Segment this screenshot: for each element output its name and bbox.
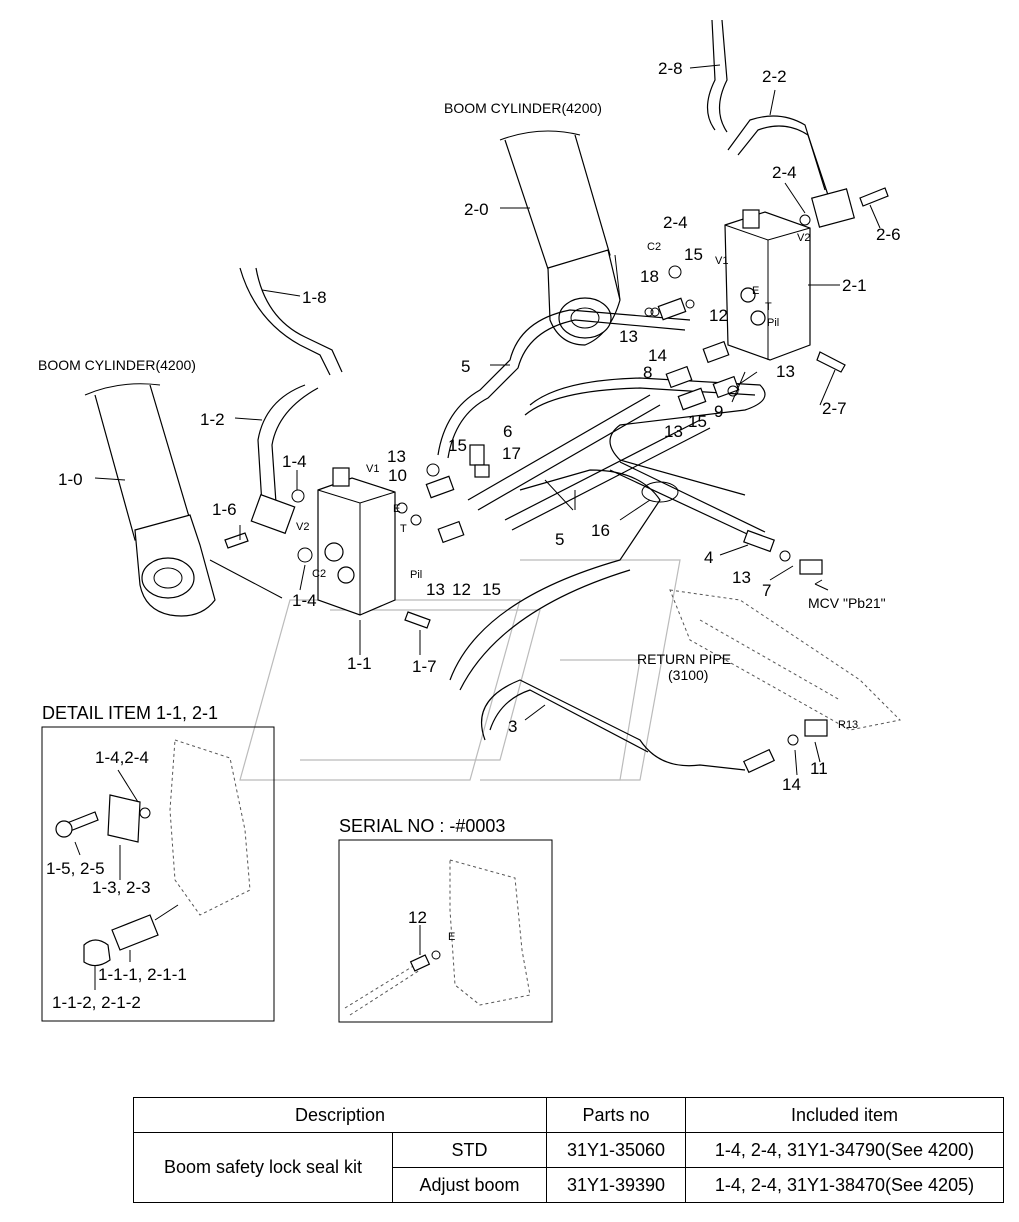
serial-callout-12: 12 [408,908,427,927]
mcv-label: MCV "Pb21" [808,595,886,611]
serial-panel: SERIAL NO : -#0003 12 E [338,816,553,1023]
detail-callout-3: 1-3, 2-3 [92,878,151,897]
port-labels: V1 V2 C2 E T Pil V1 V2 C2 E T Pil R13 [296,232,858,731]
callout-14a: 14 [648,346,667,365]
callout-6: 6 [503,422,512,441]
fittings [224,187,889,774]
callout-1-6: 1-6 [212,500,237,519]
boom-cylinder-lower-label: BOOM CYLINDER(4200) [38,357,196,373]
callout-9: 9 [714,402,723,421]
callout-15c: 15 [688,412,707,431]
callout-13c: 13 [776,362,795,381]
callout-15b: 15 [448,436,467,455]
boom-cylinder-2-0 [499,130,621,346]
port-v2-upper: V2 [797,232,810,244]
return-pipe-label: RETURN PIPE [637,651,731,667]
callout-15a: 15 [684,245,703,264]
callout-2-6: 2-6 [876,225,901,244]
callout-13f: 13 [732,568,751,587]
port-v1-lower: V1 [366,463,379,475]
mcv-ghost [669,589,902,731]
callout-18: 18 [640,267,659,286]
callout-7: 7 [762,581,771,600]
table-header-included-item: Included item [685,1097,1004,1133]
port-pil-upper: Pil [767,317,779,329]
callout-1-4b: 1-4 [292,591,317,610]
detail-panel: DETAIL ITEM 1-1, 2-1 1-4,2-4 1-5, 2-5 1-… [41,703,275,1022]
table-row: Boom safety lock seal kit STD 31Y1-35060… [133,1132,1004,1203]
callout-10: 10 [388,466,407,485]
callout-2-0: 2-0 [464,200,489,219]
callout-2-1: 2-1 [842,276,867,295]
boom-cylinder-upper-label: BOOM CYLINDER(4200) [444,100,602,116]
callout-13a: 13 [387,447,406,466]
table-cell-variant: Adjust boom [392,1167,547,1203]
serial-title: SERIAL NO : -#0003 [339,816,505,836]
serial-port-e: E [448,931,455,943]
callout-8: 8 [643,363,652,382]
callout-2-7: 2-7 [822,399,847,418]
port-c2-upper: C2 [647,241,661,253]
callout-15d: 15 [482,580,501,599]
detail-callout-2: 1-5, 2-5 [46,859,105,878]
port-pil-lower: Pil [410,569,422,581]
callout-14b: 14 [782,775,801,794]
table-cell-included: 1-4, 2-4, 31Y1-38470(See 4205) [685,1167,1004,1203]
port-r13: R13 [838,719,858,731]
callout-13b: 13 [619,327,638,346]
detail-callout-1: 1-4,2-4 [95,748,149,767]
port-t-upper: T [765,301,772,313]
callout-5b: 5 [555,530,564,549]
callout-2-4a: 2-4 [772,163,797,182]
port-e-upper: E [752,285,759,297]
port-v1-upper: V1 [715,255,728,267]
port-v2-lower: V2 [296,521,309,533]
callout-3: 3 [508,717,517,736]
leader-lines [94,64,881,776]
table-cell-variant: STD [392,1132,547,1168]
table-cell-kit: Boom safety lock seal kit [133,1132,393,1203]
callout-1-1: 1-1 [347,654,372,673]
callout-2-4b: 2-4 [663,213,688,232]
pipes [239,19,856,771]
callout-1-4a: 1-4 [282,452,307,471]
detail-callout-4: 1-1-1, 2-1-1 [98,965,187,984]
boom-cylinder-1-0 [84,383,216,617]
valve-block-1-1 [317,467,396,616]
table-cell-included: 1-4, 2-4, 31Y1-34790(See 4200) [685,1132,1004,1168]
callout-5a: 5 [461,357,470,376]
callout-1-7: 1-7 [412,657,437,676]
callout-1-0: 1-0 [58,470,83,489]
valve-block-2-1 [724,209,811,361]
callout-13e: 13 [426,580,445,599]
callout-13d: 13 [664,422,683,441]
table-header-parts-no: Parts no [546,1097,686,1133]
callout-4: 4 [704,548,713,567]
callout-2-2: 2-2 [762,67,787,86]
callout-12a: 12 [709,306,728,325]
callout-1-8: 1-8 [302,288,327,307]
table-header-row: Description Parts no Included item [133,1097,1004,1133]
detail-title: DETAIL ITEM 1-1, 2-1 [42,703,218,723]
parts-table: Description Parts no Included item Boom … [133,1097,1004,1203]
port-e-lower: E [393,503,400,515]
callout-12b: 12 [452,580,471,599]
detail-callout-5: 1-1-2, 2-1-2 [52,993,141,1012]
port-t-lower: T [400,523,407,535]
callouts: 2-8 2-2 2-0 2-4 2-4 2-6 2-1 2-7 1-8 1-2 … [58,59,901,794]
table-header-description: Description [133,1097,547,1133]
callout-11: 11 [810,759,828,778]
callout-16: 16 [591,521,610,540]
callout-2-8: 2-8 [658,59,683,78]
table-cell-part: 31Y1-35060 [546,1132,686,1168]
labels: BOOM CYLINDER(4200) BOOM CYLINDER(4200) … [38,100,886,683]
table-row: Adjust boom 31Y1-39390 1-4, 2-4, 31Y1-38… [134,1167,1004,1203]
watermark [239,559,681,781]
table-cell-part: 31Y1-39390 [546,1167,686,1203]
return-pipe-code: (3100) [668,667,708,683]
callout-17: 17 [502,444,521,463]
port-c2-lower: C2 [312,568,326,580]
callout-1-2: 1-2 [200,410,225,429]
